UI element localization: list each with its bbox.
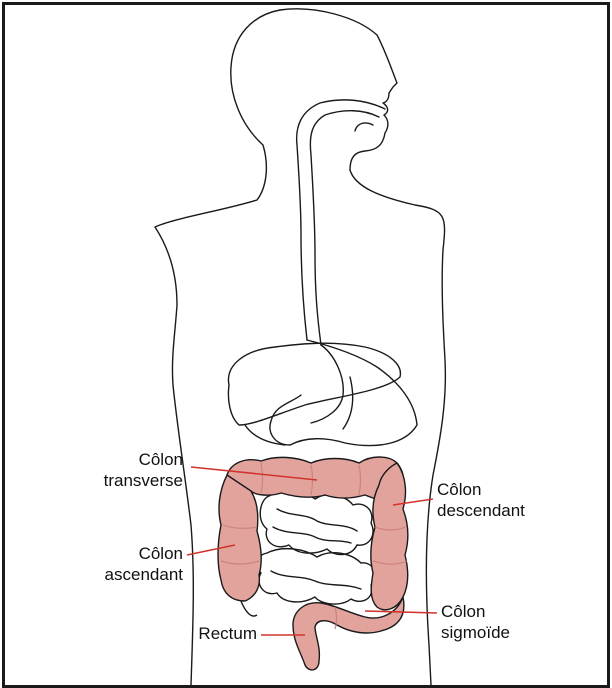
label-colon-ascending-line2: ascendant	[65, 564, 183, 585]
label-colon-descending-line1: Côlon	[437, 479, 525, 500]
label-colon-transverse-line2: transverse	[65, 470, 183, 491]
throat-outline	[297, 100, 385, 340]
pointer-sigmoid	[365, 611, 437, 613]
liver-outline	[228, 343, 400, 425]
appendix-shape	[241, 601, 257, 616]
label-rectum: Rectum	[145, 623, 257, 644]
label-colon-transverse-line1: Côlon	[65, 449, 183, 470]
label-colon-descending: Côlon descendant	[437, 479, 525, 521]
small-intestine-outline	[260, 492, 373, 555]
label-colon-descending-line2: descendant	[437, 500, 525, 521]
label-colon-sigmoid-line2: sigmoïde	[441, 622, 510, 643]
label-colon-transverse: Côlon transverse	[65, 449, 183, 491]
label-colon-sigmoid: Côlon sigmoïde	[441, 601, 510, 643]
label-colon-ascending: Côlon ascendant	[65, 543, 183, 585]
label-colon-ascending-line1: Côlon	[65, 543, 183, 564]
label-rectum-line1: Rectum	[145, 623, 257, 644]
label-colon-sigmoid-line1: Côlon	[441, 601, 510, 622]
